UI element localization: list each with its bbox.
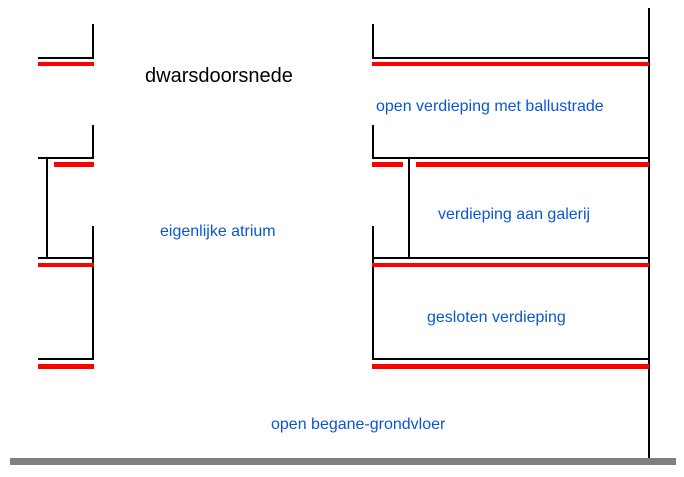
right-floor-slab: [372, 62, 649, 66]
label-gallery-floor: verdieping aan galerij: [438, 206, 590, 223]
label-atrium: eigenlijke atrium: [160, 223, 276, 240]
right-floor-slab: [372, 162, 403, 167]
right-floor-lines: [372, 57, 649, 360]
left-floor-slabs: [38, 62, 94, 369]
left-floor-slab: [38, 263, 94, 267]
label-closed-floor: gesloten verdieping: [427, 309, 566, 326]
right-floor-slab: [372, 364, 649, 369]
right-floor-slabs: [372, 62, 649, 369]
label-open-floor: open verdieping met ballustrade: [376, 98, 604, 115]
left-floor-slab: [38, 62, 94, 66]
left-floor-slab: [38, 364, 94, 369]
right-floor-slab: [416, 162, 649, 167]
left-floor-slab: [54, 162, 94, 167]
label-ground-floor: open begane-grondvloer: [271, 416, 446, 433]
diagram-title: dwarsdoorsnede: [145, 65, 293, 87]
right-floor-slab: [372, 263, 649, 267]
ground-line: [10, 458, 676, 465]
